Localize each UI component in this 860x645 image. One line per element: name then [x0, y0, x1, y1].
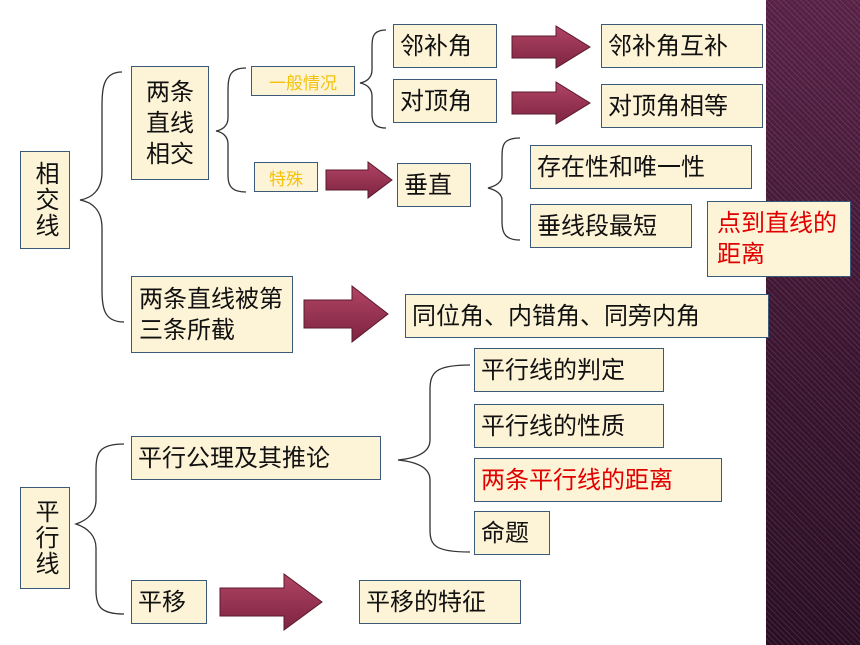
- node-duidingjiao-label: 对顶角: [400, 87, 472, 115]
- node-parallel-distance: 两条平行线的距离: [474, 458, 722, 502]
- note-special-label: 特殊: [269, 169, 303, 190]
- side-decor-panel: [766, 0, 860, 645]
- node-point-line-distance-label: 点到直线的距离: [717, 209, 837, 268]
- node-cunzaixing: 存在性和唯一性: [530, 145, 752, 189]
- node-cunzaixing-label: 存在性和唯一性: [537, 153, 705, 181]
- node-third-line-cut: 两条直线被第三条所截: [131, 276, 293, 353]
- brace-two-lines: [215, 67, 247, 193]
- node-two-lines-intersect: 两条直线相交: [131, 66, 209, 180]
- brace-general: [359, 29, 387, 129]
- brace-vertical: [487, 137, 521, 241]
- node-chuizhi: 垂直: [397, 163, 471, 207]
- node-pingxingxian: 平行线: [20, 487, 70, 589]
- arrow-linbujiao: [511, 25, 591, 69]
- node-parallel-properties-label: 平行线的性质: [481, 412, 625, 440]
- arrow-suojie: [303, 284, 389, 344]
- node-xiangjiaoxian-label: 相交线: [31, 161, 59, 239]
- node-translation-features-label: 平移的特征: [366, 588, 486, 616]
- node-parallel-properties: 平行线的性质: [474, 404, 664, 448]
- brace-pingxingxian: [73, 443, 125, 615]
- node-parallel-axiom: 平行公理及其推论: [131, 436, 381, 480]
- node-translation-features: 平移的特征: [359, 580, 521, 624]
- arrow-pingyi: [219, 573, 323, 631]
- node-angle-types-label: 同位角、内错角、同旁内角: [412, 302, 700, 330]
- arrow-teshu: [325, 161, 393, 199]
- node-chuizhi-label: 垂直: [404, 171, 452, 199]
- node-duidingjiao-xiangdeng: 对顶角相等: [601, 84, 763, 128]
- node-translation: 平移: [131, 580, 207, 624]
- node-duidingjiao-xiangdeng-label: 对顶角相等: [608, 92, 728, 120]
- node-point-line-distance: 点到直线的距离: [707, 201, 851, 277]
- arrow-duidingjiao: [511, 81, 591, 125]
- node-linbujiao: 邻补角: [393, 24, 497, 68]
- node-parallel-criteria: 平行线的判定: [474, 348, 664, 392]
- node-parallel-criteria-label: 平行线的判定: [481, 356, 625, 384]
- node-proposition-label: 命题: [481, 519, 529, 547]
- node-linbujiao-label: 邻补角: [400, 32, 472, 60]
- node-two-lines-intersect-label: 两条直线相交: [146, 77, 194, 168]
- node-linbujiao-hubu: 邻补角互补: [601, 24, 763, 68]
- node-translation-label: 平移: [138, 588, 186, 616]
- node-chuixianduan: 垂线段最短: [530, 204, 692, 248]
- node-pingxingxian-label: 平行线: [31, 499, 59, 577]
- note-general-case: 一般情况: [251, 66, 355, 96]
- node-proposition: 命题: [474, 511, 550, 555]
- note-special: 特殊: [254, 162, 318, 192]
- node-angle-types: 同位角、内错角、同旁内角: [405, 294, 769, 338]
- node-linbujiao-hubu-label: 邻补角互补: [608, 32, 728, 60]
- node-parallel-distance-label: 两条平行线的距离: [481, 466, 673, 494]
- brace-xiangjiao: [79, 71, 125, 323]
- brace-gongli: [397, 364, 471, 553]
- node-xiangjiaoxian: 相交线: [20, 151, 70, 249]
- note-general-case-label: 一般情况: [269, 73, 337, 94]
- node-chuixianduan-label: 垂线段最短: [537, 212, 657, 240]
- node-parallel-axiom-label: 平行公理及其推论: [138, 444, 330, 472]
- node-third-line-cut-label: 两条直线被第三条所截: [139, 284, 283, 344]
- node-duidingjiao: 对顶角: [393, 79, 497, 123]
